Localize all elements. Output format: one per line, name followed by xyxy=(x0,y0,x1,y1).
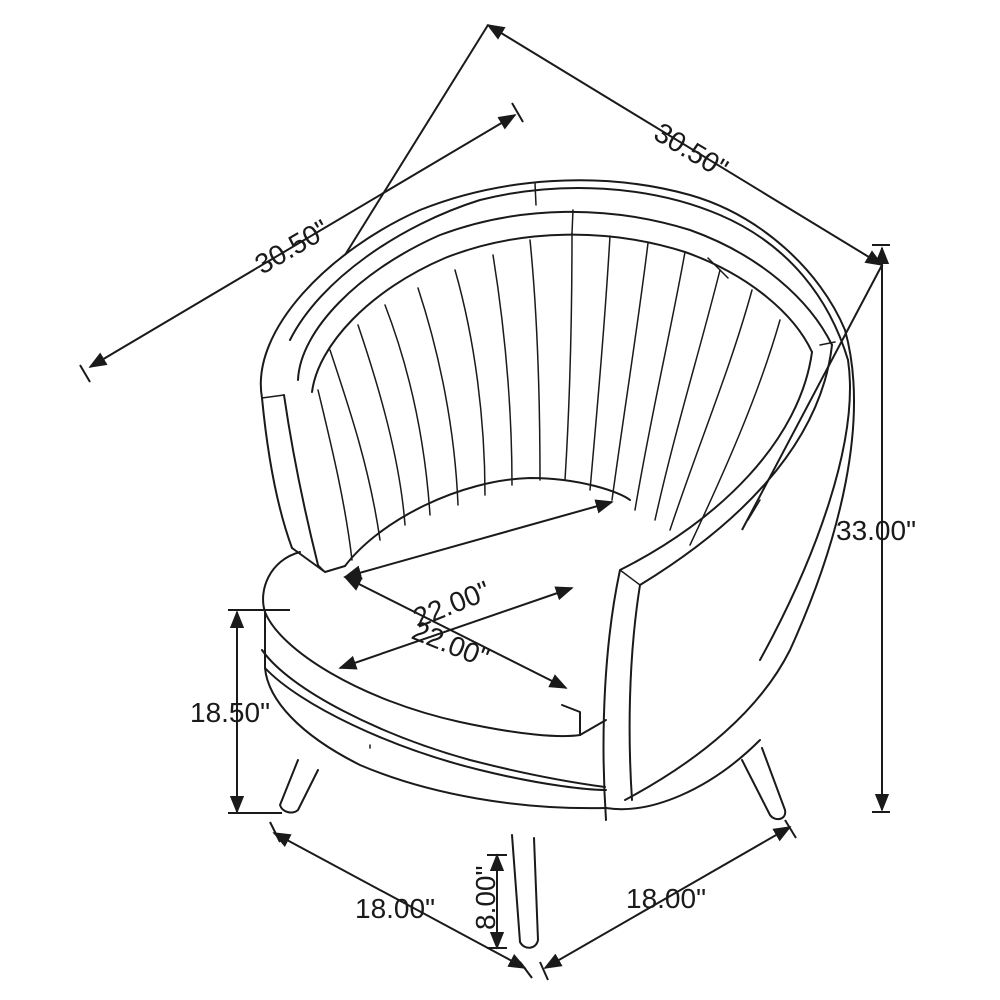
label-width-top: 30.50" xyxy=(649,117,734,185)
depth-top-line xyxy=(88,114,517,368)
label-seat-height: 18.50" xyxy=(190,697,270,728)
label-seat-depth: 22.00" xyxy=(408,615,494,674)
base-right-line xyxy=(543,826,792,969)
width-top-line xyxy=(486,24,884,266)
chair-illustration xyxy=(259,179,855,949)
dimension-lines xyxy=(79,24,890,981)
seat-width-line xyxy=(343,499,614,580)
label-height-total: 33.00" xyxy=(836,515,916,546)
label-base-left: 18.00" xyxy=(355,893,435,924)
label-base-right: 18.00" xyxy=(626,883,706,914)
base-left-line xyxy=(272,832,527,969)
label-leg-height: 8.00" xyxy=(470,866,501,930)
label-depth-top: 30.50" xyxy=(250,213,335,280)
